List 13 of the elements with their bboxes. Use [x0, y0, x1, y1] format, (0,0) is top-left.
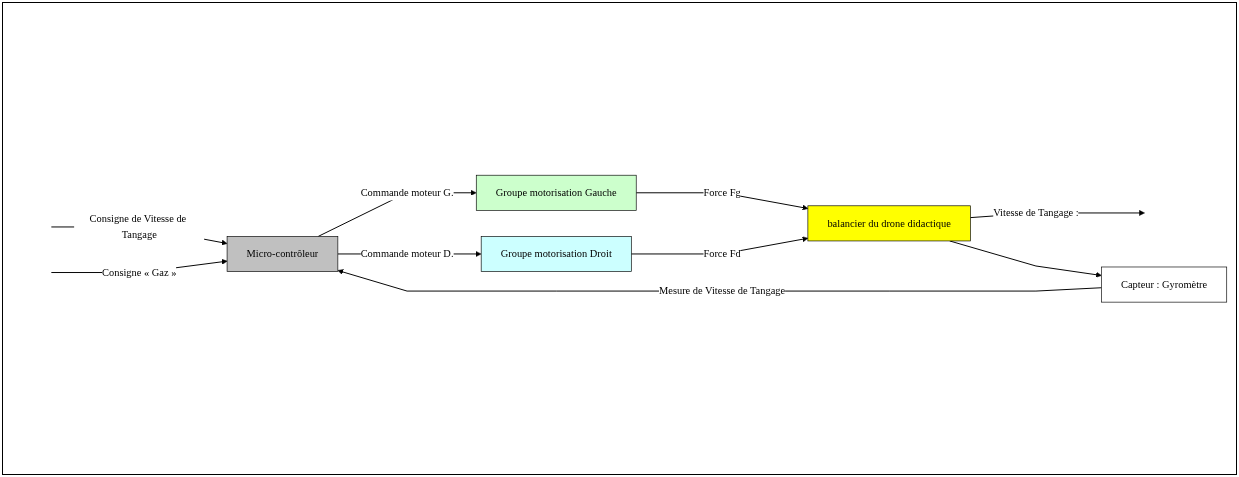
- edge-label: Consigne de Vitesse de Tangage: [89, 213, 187, 240]
- edge-label: Commande moteur D.: [360, 247, 454, 259]
- edge-label: Consigne « Gaz »: [102, 266, 177, 278]
- edge-label: Commande moteur G.: [360, 186, 454, 198]
- edge-label: Force Fg: [703, 186, 741, 198]
- edge-label: Vitesse de Tangage :: [993, 206, 1079, 218]
- node-box: balancier du drone didactique: [807, 205, 971, 242]
- node-box: Micro-contrôleur: [226, 235, 339, 272]
- node-box: Groupe motorisation Gauche: [475, 174, 637, 211]
- edge-label: Force Fd: [703, 247, 741, 259]
- node-box: Groupe motorisation Droit: [480, 235, 632, 272]
- edge-label: Mesure de Vitesse de Tangage: [659, 285, 786, 297]
- node-box: Capteur : Gyromètre: [1101, 266, 1228, 303]
